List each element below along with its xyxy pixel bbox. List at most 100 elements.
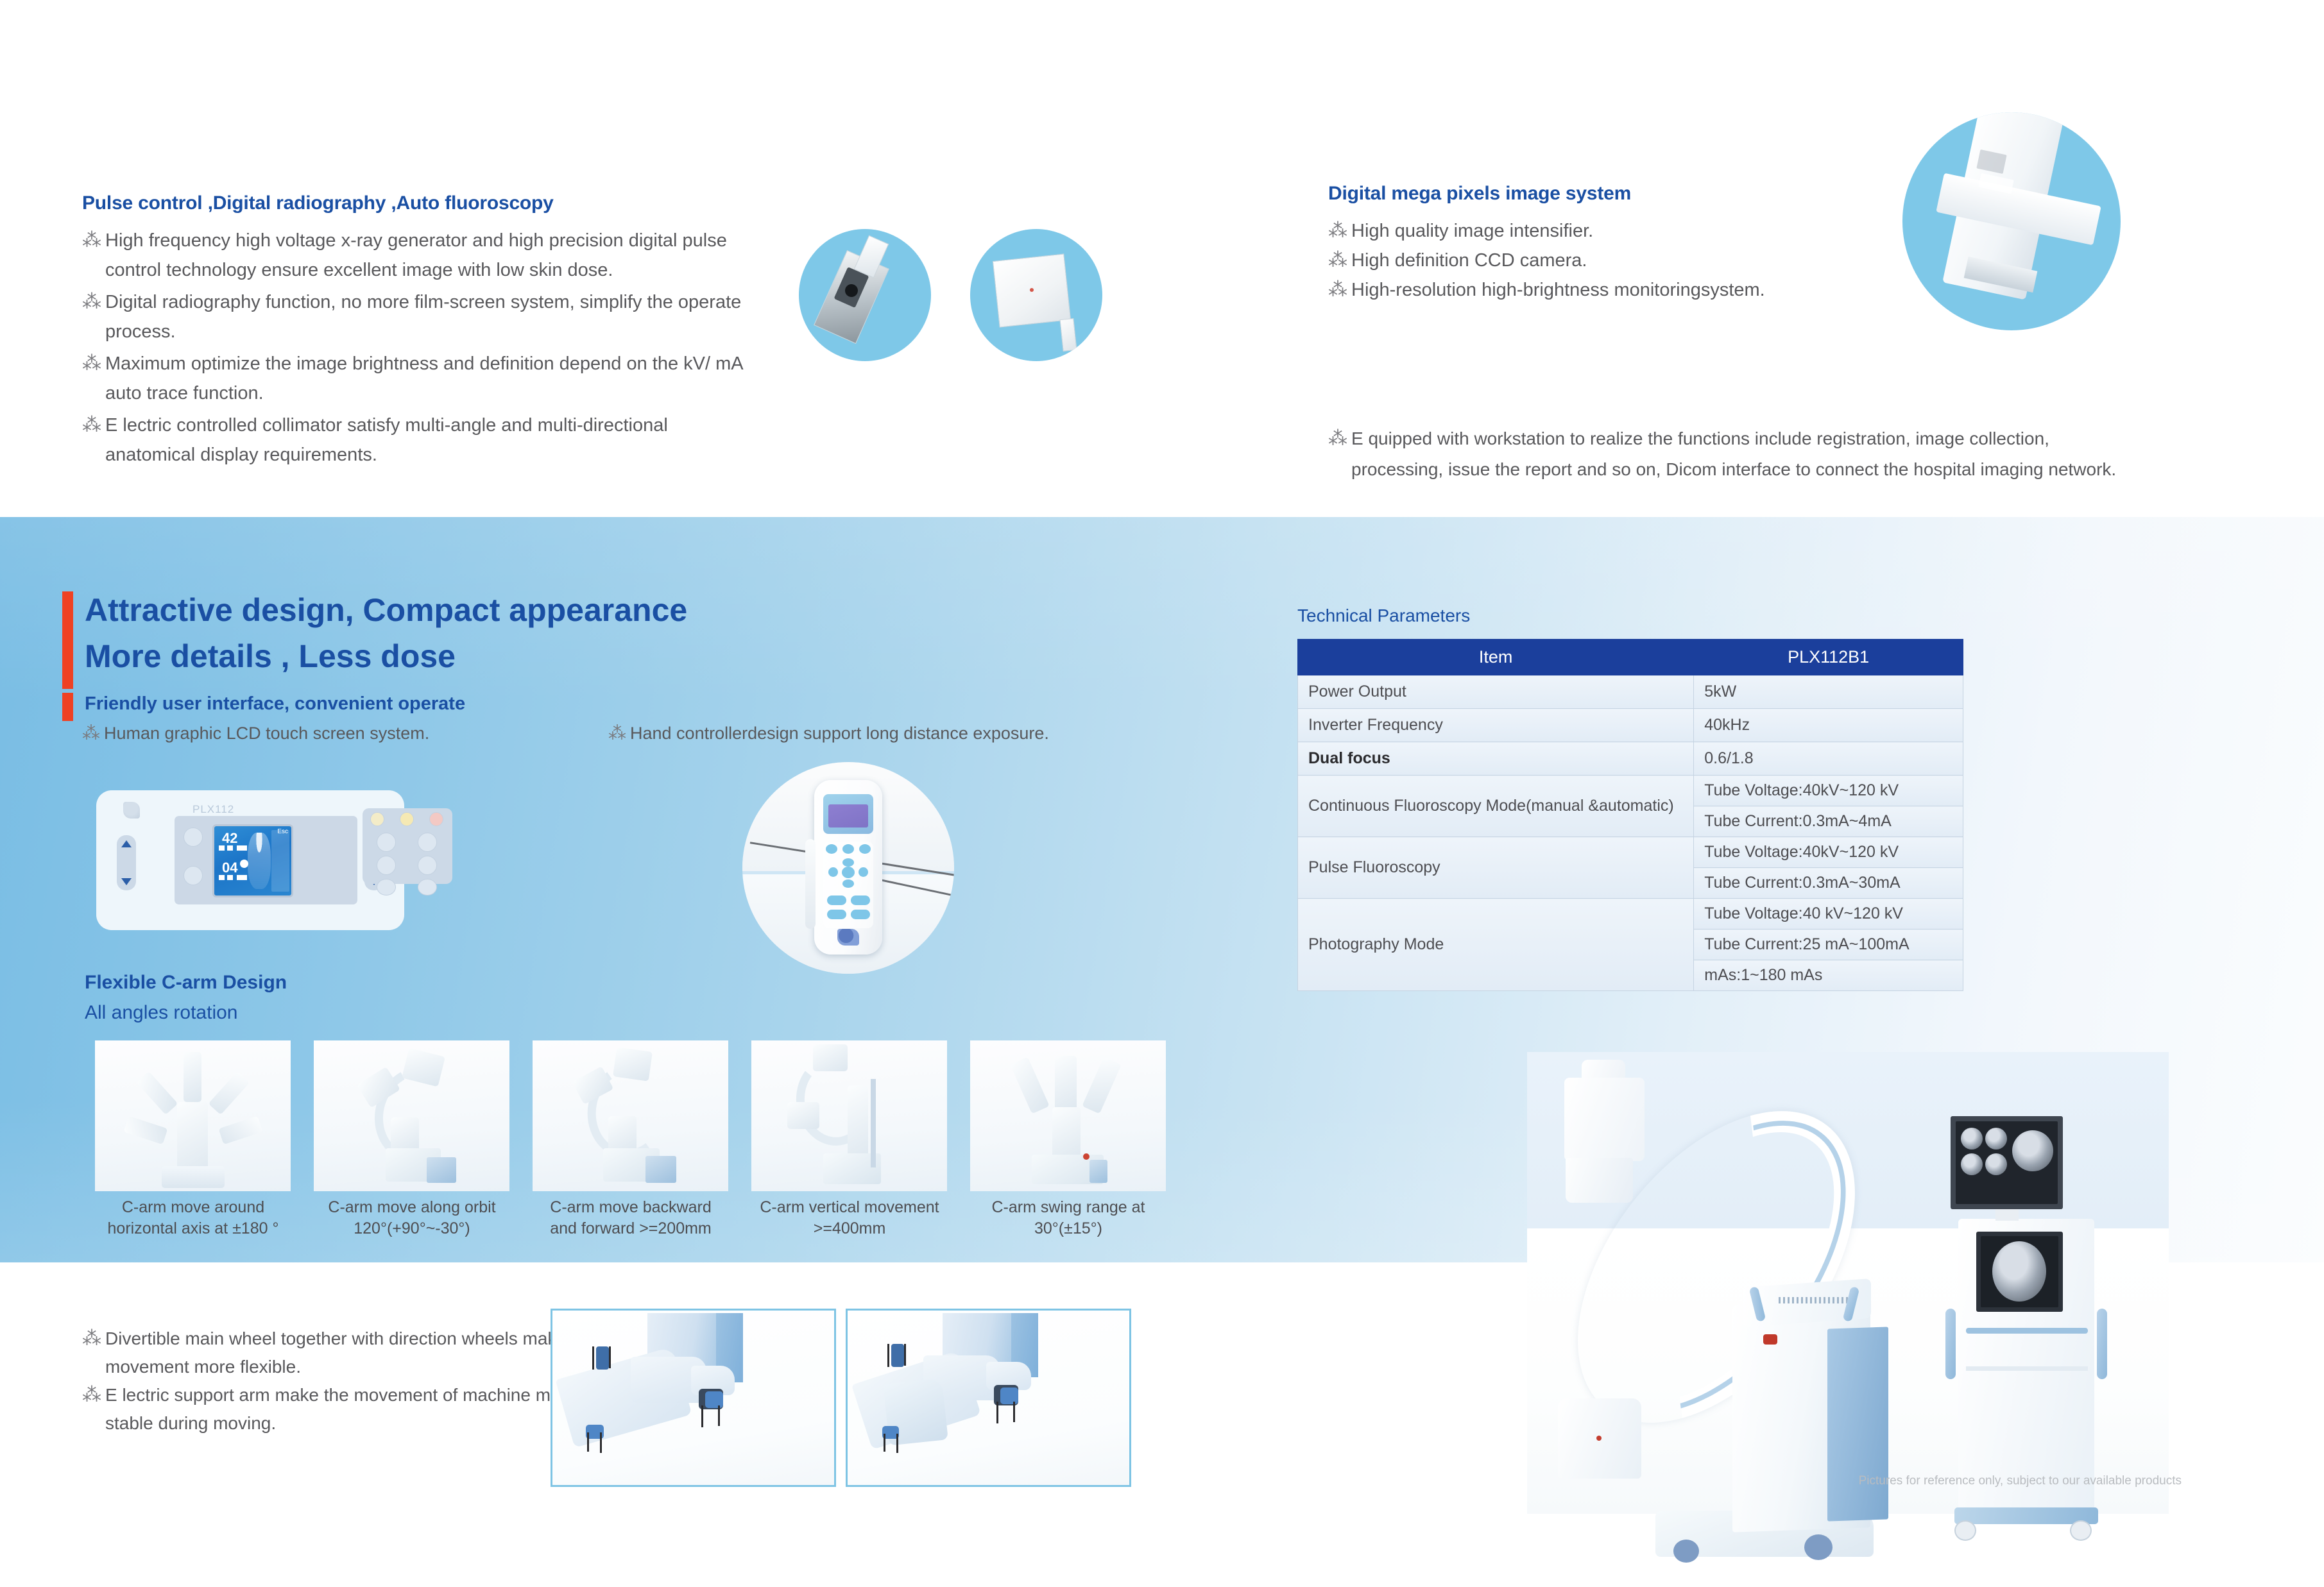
caster-rear xyxy=(1804,1534,1833,1560)
asterisk-icon: ⁂ xyxy=(82,723,100,743)
right-arrow-button[interactable] xyxy=(859,867,868,877)
function-keypad xyxy=(363,808,452,895)
workstation-cart xyxy=(1945,1116,2107,1541)
list-item: ⁂E lectric support arm make the movement… xyxy=(82,1381,589,1438)
secondary-monitor-screen xyxy=(1981,1236,2058,1307)
indicator-lamp-green xyxy=(370,812,384,826)
mode-button-2[interactable] xyxy=(842,844,854,854)
controller-side-grip xyxy=(805,839,816,929)
patient-figure-icon xyxy=(248,833,271,889)
rotate-right-button[interactable] xyxy=(418,879,437,895)
asterisk-icon: ⁂ xyxy=(82,1328,101,1349)
carm-motion-thumb-3[interactable] xyxy=(533,1040,728,1191)
list-item: ⁂E quipped with workstation to realize t… xyxy=(1328,423,2143,485)
carm-motion-thumb-1[interactable] xyxy=(95,1040,291,1191)
monitor-neck xyxy=(1995,1209,2019,1221)
cart-side-handle-left xyxy=(1945,1309,1956,1379)
asterisk-icon: ⁂ xyxy=(82,1384,101,1405)
pulse-control-section: Pulse control ,Digital radiography ,Auto… xyxy=(82,192,762,472)
carm-design-subheading: All angles rotation xyxy=(85,1002,238,1023)
power-button[interactable] xyxy=(184,866,203,885)
asterisk-icon: ⁂ xyxy=(608,723,626,743)
generator-vent-strip xyxy=(1779,1297,1854,1303)
x-ray-tube-housing xyxy=(1564,1078,1645,1161)
exposure-button-4[interactable] xyxy=(851,910,870,919)
wheel-photo-2 xyxy=(846,1309,1131,1487)
mode-button-1[interactable] xyxy=(826,844,837,854)
list-item: ⁂High quality image intensifier. xyxy=(1328,216,2066,246)
pulse-control-bullets: ⁂High frequency high voltage x-ray gener… xyxy=(82,226,762,470)
row-value: Tube Current:25 mA~100mA xyxy=(1693,929,1963,960)
camera-button[interactable] xyxy=(184,827,203,847)
asterisk-icon: ⁂ xyxy=(82,414,101,436)
brand-logo-icon xyxy=(123,802,140,819)
list-item: ⁂Digital radiography function, no more f… xyxy=(82,287,762,346)
thumb-caption-5: C-arm swing range at 30°(±15°) xyxy=(991,1198,1145,1237)
list-item: ⁂ Hand controllerdesign support long dis… xyxy=(608,723,1049,743)
list-item: ⁂High-resolution high-brightness monitor… xyxy=(1328,275,2066,305)
list-item: ⁂E lectric controlled collimator satisfy… xyxy=(82,411,762,470)
carm-motion-thumb-4[interactable] xyxy=(751,1040,947,1191)
lcd-bezel: 42 04 Esc xyxy=(175,816,357,904)
thumb-caption-3: C-arm move backward and forward >=200mm xyxy=(550,1198,712,1237)
carm-motion-thumb-5[interactable] xyxy=(970,1040,1166,1191)
hero-heading-line1: Attractive design, Compact appearance xyxy=(85,592,688,628)
decrease-button[interactable] xyxy=(842,879,854,888)
manufacturer-logo-icon xyxy=(837,929,859,946)
left-arrow-pad[interactable] xyxy=(117,835,136,890)
exposure-button-1[interactable] xyxy=(827,895,846,905)
thumb-illustration xyxy=(314,1040,509,1191)
list-item: ⁂ Human graphic LCD touch screen system. xyxy=(82,723,430,743)
image-intensifier-photo-content xyxy=(1902,112,2121,330)
plus-minus-row-2 xyxy=(219,875,247,880)
list-item: ⁂Maximum optimize the image brightness a… xyxy=(82,349,762,408)
shutter-horizontal-button[interactable] xyxy=(418,856,437,875)
carm-motion-thumb-2[interactable] xyxy=(314,1040,509,1191)
accent-bar-primary xyxy=(62,591,73,689)
thumb-caption-1: C-arm move around horizontal axis at ±18… xyxy=(107,1198,279,1237)
increase-button[interactable] xyxy=(842,858,854,867)
asterisk-icon: ⁂ xyxy=(1328,250,1347,271)
enter-button[interactable] xyxy=(842,867,855,878)
row-label: Dual focus xyxy=(1297,742,1695,776)
table-row: Pulse Fluoroscopy Tube Voltage:40kV~120 … xyxy=(1297,836,1963,899)
cart-caster-right xyxy=(2070,1520,2092,1541)
thumb-caption-4: C-arm vertical movement >=400mm xyxy=(760,1198,939,1237)
carm-design-heading: Flexible C-arm Design xyxy=(85,972,287,993)
image-intensifier-photo xyxy=(1902,112,2121,330)
thumb-illustration xyxy=(751,1040,947,1191)
asterisk-icon: ⁂ xyxy=(82,353,101,374)
cart-side-handle-right xyxy=(2097,1309,2107,1379)
asterisk-icon: ⁂ xyxy=(82,291,101,312)
shutter-vertical-button[interactable] xyxy=(377,856,396,875)
focus-dot-icon xyxy=(240,860,248,868)
lcd-touch-panel-photo: PLX112 42 04 Esc xyxy=(96,790,452,930)
wheel-photo-1 xyxy=(551,1309,836,1487)
controller-display-screen xyxy=(828,804,868,827)
collimator-open-button[interactable] xyxy=(377,833,396,852)
list-item: ⁂High definition CCD camera. xyxy=(1328,246,2066,275)
pulse-control-title: Pulse control ,Digital radiography ,Auto… xyxy=(82,192,554,214)
rotate-left-button[interactable] xyxy=(377,879,396,895)
technical-parameters-title: Technical Parameters xyxy=(1297,606,1471,625)
cart-caster-left xyxy=(1954,1520,1976,1541)
collimator-close-button[interactable] xyxy=(418,833,437,852)
mobility-bullets: ⁂Divertible main wheel together with dir… xyxy=(82,1325,589,1438)
lcd-screen[interactable]: 42 04 Esc xyxy=(214,826,291,895)
table-row: Tube Current:0.3mA~30mA xyxy=(1298,867,1963,899)
chevron-down-icon xyxy=(121,878,132,885)
left-arrow-button[interactable] xyxy=(828,867,838,877)
thumb-caption-2: C-arm move along orbit 120°(+90°~-30°) xyxy=(328,1198,496,1237)
table-row: Tube Current:0.3mA~4mA xyxy=(1298,806,1963,837)
row-value: Tube Current:0.3mA~30mA xyxy=(1693,867,1963,899)
exposure-button-2[interactable] xyxy=(851,895,870,905)
mode-button-3[interactable] xyxy=(859,844,871,854)
hero-heading-line2: More details , Less dose xyxy=(85,638,456,674)
table-header-row: Item PLX112B1 xyxy=(1297,639,1963,675)
screen-menu-column[interactable] xyxy=(271,830,289,892)
collimator-cone xyxy=(1566,1158,1633,1203)
exposure-button-3[interactable] xyxy=(827,910,846,919)
list-item: ⁂High frequency high voltage x-ray gener… xyxy=(82,226,762,285)
thumb-illustration xyxy=(533,1040,728,1191)
